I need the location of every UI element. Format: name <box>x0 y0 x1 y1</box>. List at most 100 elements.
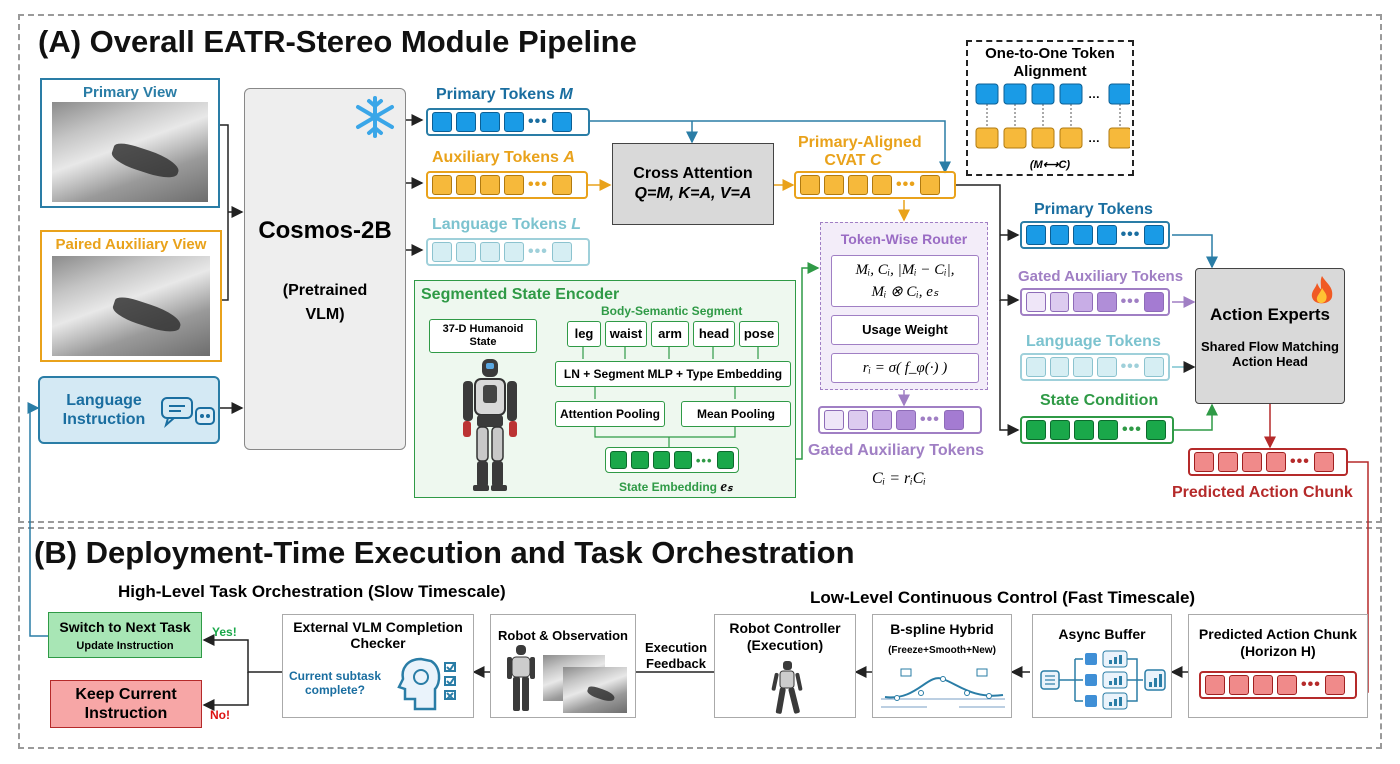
primary-token-row: ••• <box>426 108 590 136</box>
bspline-label: B-spline Hybrid <box>890 621 994 637</box>
cvat-token <box>800 175 820 195</box>
keep-current-label: Keep Current Instruction <box>75 686 177 722</box>
gated-token <box>943 410 964 430</box>
predicted-token <box>1253 675 1273 695</box>
robot-controller-label: Robot Controller (Execution) <box>729 620 841 653</box>
cvat-token <box>848 175 868 195</box>
gated-token <box>1096 292 1117 312</box>
predicted-token <box>1205 675 1225 695</box>
attention-pooling-label: Attention Pooling <box>560 407 660 421</box>
segment-waist: waist <box>605 321 647 347</box>
cvat-token <box>919 175 940 195</box>
router-sigma-box: rᵢ = σ( f_φ(·) ) <box>831 353 979 383</box>
aux-token <box>480 175 500 195</box>
gated-token <box>1144 292 1165 312</box>
aux-view-image <box>52 256 210 356</box>
lang-token <box>480 242 500 262</box>
gated-token <box>1026 292 1046 312</box>
robot-controller-box: Robot Controller (Execution) <box>714 614 856 718</box>
alignment-caption: (M⟷C) <box>1029 159 1071 171</box>
right-language-row: ••• <box>1020 353 1170 381</box>
segment-arm: arm <box>651 321 689 347</box>
ellipsis: ••• <box>528 243 548 260</box>
async-buffer-box: Async Buffer <box>1032 614 1172 718</box>
bspline-box: B-spline Hybrid (Freeze+Smooth+New) <box>872 614 1012 718</box>
right-gated-label: Gated Auxiliary Tokens <box>1018 268 1184 285</box>
predicted-token <box>1229 675 1249 695</box>
gated-token <box>1073 292 1093 312</box>
predicted-token <box>1313 452 1334 472</box>
vlm-checker-box: External VLM Completion Checker Current … <box>282 614 474 718</box>
lang-tokens-text: Language Tokens <box>432 216 567 233</box>
router-formula-2: Mᵢ ⊗ Cᵢ, eₛ <box>871 284 939 300</box>
router-formula-3: rᵢ = σ( f_φ(·) ) <box>862 360 948 376</box>
predicted-token <box>1277 675 1297 695</box>
right-primary-label: Primary Tokens <box>1034 201 1153 218</box>
mean-pooling-label: Mean Pooling <box>697 407 775 421</box>
aux-view-panel: Paired Auxiliary View <box>40 230 222 362</box>
svg-text:…: … <box>1088 131 1100 145</box>
ellipsis: ••• <box>920 411 940 428</box>
state-token <box>652 451 671 469</box>
language-instruction-label: Language Instruction <box>62 392 146 428</box>
predicted-token <box>1266 452 1286 472</box>
encoder-arrows <box>582 347 759 447</box>
ellipsis: ••• <box>528 176 548 193</box>
primary-token <box>432 112 452 132</box>
primary-token <box>1049 225 1070 245</box>
attention-pooling-box: Attention Pooling <box>555 401 665 427</box>
chat-robot-icon <box>161 397 215 428</box>
gated-formula: Cᵢ = rᵢCᵢ <box>872 470 926 487</box>
ellipsis: ••• <box>896 176 916 193</box>
primary-tokens-var: M <box>559 86 573 103</box>
lang-token <box>432 242 452 262</box>
ellipsis: ••• <box>1122 421 1142 438</box>
cvat-token <box>824 175 844 195</box>
ellipsis: ••• <box>1120 226 1141 243</box>
primary-token <box>480 112 500 132</box>
humanoid-robot-icon <box>463 359 517 491</box>
lang-token <box>1073 357 1093 377</box>
humanoid-state-box: 37-D Humanoid State <box>429 319 537 353</box>
aux-tokens-var: A <box>563 149 575 166</box>
gated-token-row: ••• <box>818 406 982 434</box>
gated-token <box>824 410 844 430</box>
predicted-chunk-row: ••• <box>1188 448 1348 476</box>
state-token <box>716 451 734 469</box>
gated-token <box>896 410 916 430</box>
gated-token <box>848 410 868 430</box>
right-state-label: State Condition <box>1040 392 1159 409</box>
state-encoder-box: Segmented State Encoder Body-Semantic Se… <box>414 280 796 498</box>
bspline-sub: (Freeze+Smooth+New) <box>888 645 996 656</box>
humanoid-state-label: 37-D Humanoid State <box>442 323 524 348</box>
primary-token <box>1026 225 1046 245</box>
cross-attention-title: Cross Attention <box>633 165 753 182</box>
aux-token <box>551 175 572 195</box>
segment-pose: pose <box>739 321 779 347</box>
alignment-graphic: … … <box>975 83 1130 149</box>
gated-tokens-label: Gated Auxiliary Tokens <box>808 442 985 459</box>
right-language-label: Language Tokens <box>1026 333 1161 350</box>
primary-token <box>1144 225 1165 245</box>
state-token <box>1098 420 1118 440</box>
state-embedding-label: State Embedding eₛ <box>619 479 733 495</box>
pred-chunk-b-box: Predicted Action Chunk (Horizon H) ••• <box>1188 614 1368 718</box>
low-level-label: Low-Level Continuous Control (Fast Times… <box>810 588 1196 607</box>
section-a-frame <box>18 14 1382 523</box>
svg-text:…: … <box>1088 87 1100 101</box>
primary-tokens-label: Primary Tokens M <box>436 86 573 104</box>
aux-tokens-label: Auxiliary Tokens A <box>432 149 575 167</box>
primary-token <box>1073 225 1093 245</box>
bspline-curve-icon <box>881 668 1005 708</box>
exec-feedback-label: Execution Feedback <box>644 640 708 671</box>
robot-observation-label: Robot & Observation <box>497 628 628 643</box>
router-formula-1: Mᵢ, Cᵢ, |Mᵢ − Cᵢ|, <box>855 262 955 278</box>
observation-image-2 <box>563 667 627 713</box>
predicted-token <box>1242 452 1262 472</box>
keep-current-box: Keep Current Instruction <box>50 680 202 728</box>
lang-token <box>1144 357 1165 377</box>
cosmos-subtitle: (Pretrained VLM) <box>282 282 368 323</box>
async-buffer-label: Async Buffer <box>1058 626 1146 642</box>
primary-view-panel: Primary View <box>40 78 220 208</box>
cvat-token-row: ••• <box>794 171 956 199</box>
